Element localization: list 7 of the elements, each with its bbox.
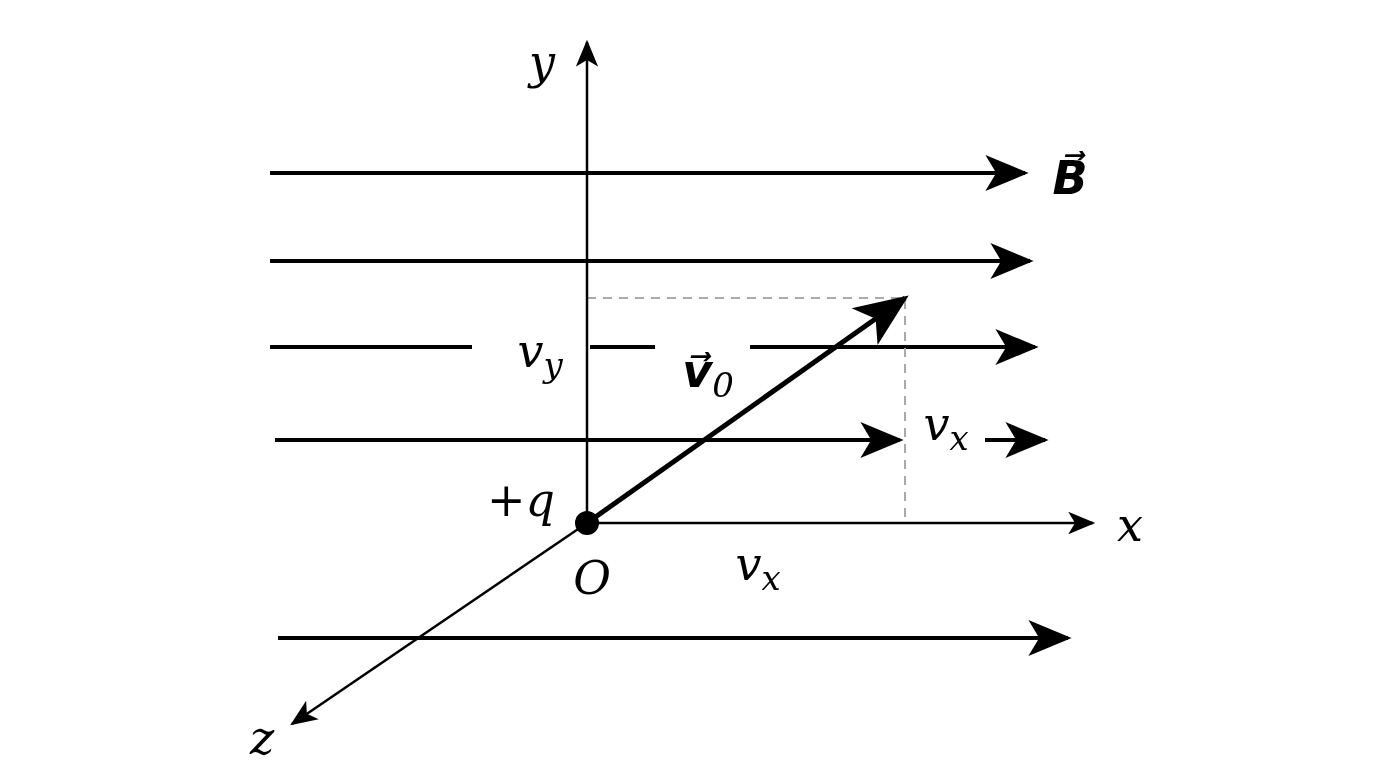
vector-label: v⃗$_{0}$ (682, 347, 734, 403)
component-label: v$_{y}$ (517, 327, 563, 383)
origin-label: O (573, 555, 611, 601)
component-label: v$_{x}$ (923, 400, 969, 456)
axis-label: x (1117, 502, 1143, 548)
component-label: v$_{x}$ (735, 540, 781, 596)
axis-label: z (249, 715, 275, 761)
